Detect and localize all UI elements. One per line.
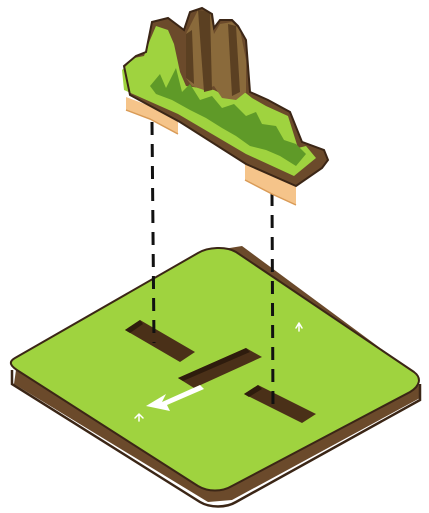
- tree-trunk: [186, 10, 246, 100]
- base-board: [11, 246, 420, 507]
- guide-line-left: [152, 122, 154, 343]
